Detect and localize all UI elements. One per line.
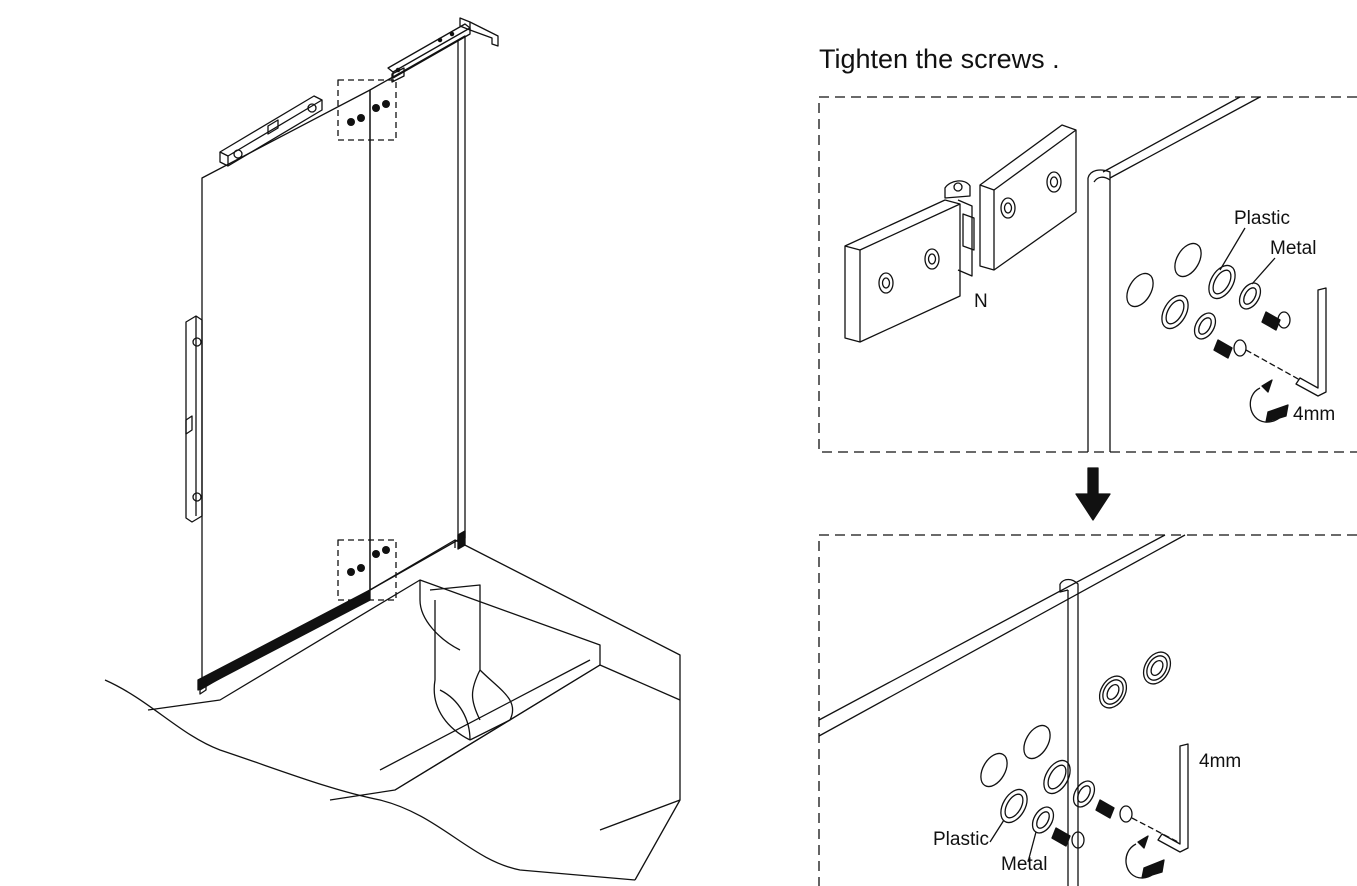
hinge-n xyxy=(844,124,1077,343)
hinge-screws-bottom xyxy=(347,546,390,576)
instruction-title: Tighten the screws . xyxy=(819,44,1060,74)
metal-label-bottom: Metal xyxy=(1001,854,1048,875)
down-arrow xyxy=(1075,467,1111,521)
plastic-label-top: Plastic xyxy=(1234,208,1290,229)
tool-size-top: 4mm xyxy=(1293,404,1336,425)
screws-top xyxy=(1213,311,1301,381)
allen-key-bottom xyxy=(1125,743,1189,879)
detail-box-top xyxy=(337,79,397,141)
hinge-screws-top xyxy=(347,100,390,126)
plastic-label-bottom: Plastic xyxy=(933,829,989,850)
tool-size-bottom: 4mm xyxy=(1199,751,1242,772)
hinge-discs-bottom xyxy=(1098,651,1172,709)
washers-bottom xyxy=(980,724,1096,834)
allen-key-top xyxy=(1249,287,1327,423)
metal-label-top: Metal xyxy=(1270,238,1317,259)
washers-top xyxy=(1126,242,1262,340)
sliding-glass-panel xyxy=(197,89,371,695)
hinge-letter: N xyxy=(974,291,988,312)
detail-box-bottom xyxy=(337,539,397,601)
sliding-top-bracket xyxy=(219,95,323,167)
top-rail-bracket xyxy=(387,17,499,83)
screws-bottom xyxy=(1051,799,1179,849)
door-handle xyxy=(185,315,203,523)
